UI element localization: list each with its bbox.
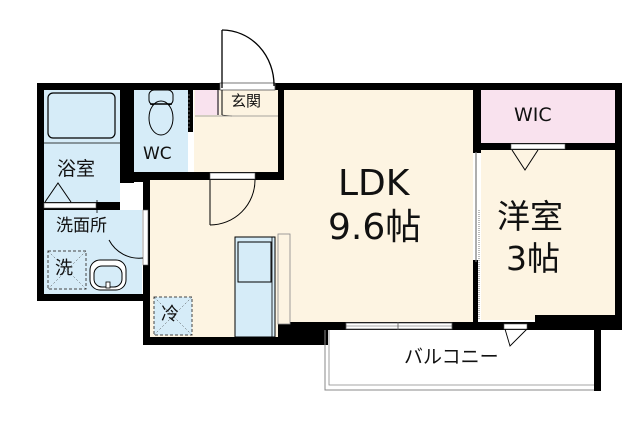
fridge-space-icon [153, 296, 193, 336]
room-label-bathroom: 浴室 [57, 158, 96, 180]
room-label-western: 洋室 [497, 197, 563, 236]
washbasin-icon [89, 259, 127, 291]
hall-door-icon [209, 172, 256, 226]
entry-door-icon [195, 29, 278, 117]
wall [473, 83, 481, 153]
toilet-icon [148, 89, 174, 136]
balcony-door-icon [503, 323, 528, 347]
bathtub-icon [47, 92, 116, 139]
room-label-fridge: 冷 [161, 304, 179, 325]
room-label-ldk: LDK [338, 163, 410, 204]
balcony-outline [324, 330, 594, 391]
wall [278, 322, 328, 345]
ldk-area [284, 90, 473, 322]
room-label-entrance: 玄関 [231, 92, 262, 110]
wall [594, 328, 601, 391]
wall [143, 337, 283, 345]
wall [134, 172, 284, 180]
wic-door-icon [510, 143, 566, 171]
room-label-washer: 洗 [55, 258, 73, 279]
bath-door-icon [44, 182, 72, 203]
wall [120, 83, 134, 183]
wall [37, 83, 44, 301]
room-label-wic: WIC [514, 104, 552, 126]
wall [615, 83, 622, 330]
wall [473, 260, 478, 328]
wic-area [481, 90, 615, 143]
washroom-door-icon [96, 200, 149, 266]
shoe-storage [195, 90, 219, 115]
room-label-balcony: バルコニー [404, 346, 499, 368]
room-label-ldk-size: 9.6帖 [328, 207, 422, 248]
wall [535, 315, 621, 325]
room-label-washroom: 洗面所 [56, 216, 107, 236]
washer-space-icon [47, 250, 87, 290]
room-label-western-size: 3帖 [506, 239, 560, 278]
kitchen-counter-icon [234, 233, 291, 338]
room-label-toilet: WC [143, 144, 172, 164]
wall [188, 90, 193, 132]
wall [37, 294, 150, 301]
wall [278, 83, 284, 180]
wall [37, 83, 622, 90]
balcony-window-icon [345, 322, 453, 330]
western-room-area [481, 150, 615, 320]
